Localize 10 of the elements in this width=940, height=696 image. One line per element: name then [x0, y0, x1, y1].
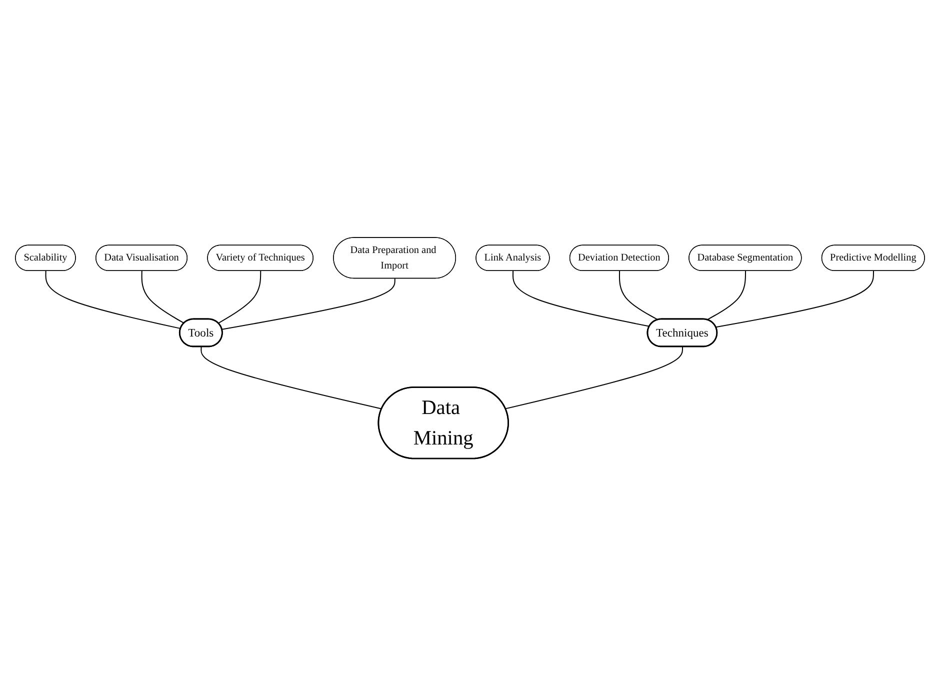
- connector: [141, 270, 184, 324]
- connector: [45, 270, 181, 330]
- connector: [505, 346, 684, 410]
- connector: [512, 270, 650, 327]
- connector: [218, 270, 262, 324]
- connector: [618, 270, 658, 320]
- connector: [200, 346, 382, 410]
- connector: [706, 270, 746, 320]
- connector: [716, 270, 874, 328]
- connector: [222, 278, 396, 330]
